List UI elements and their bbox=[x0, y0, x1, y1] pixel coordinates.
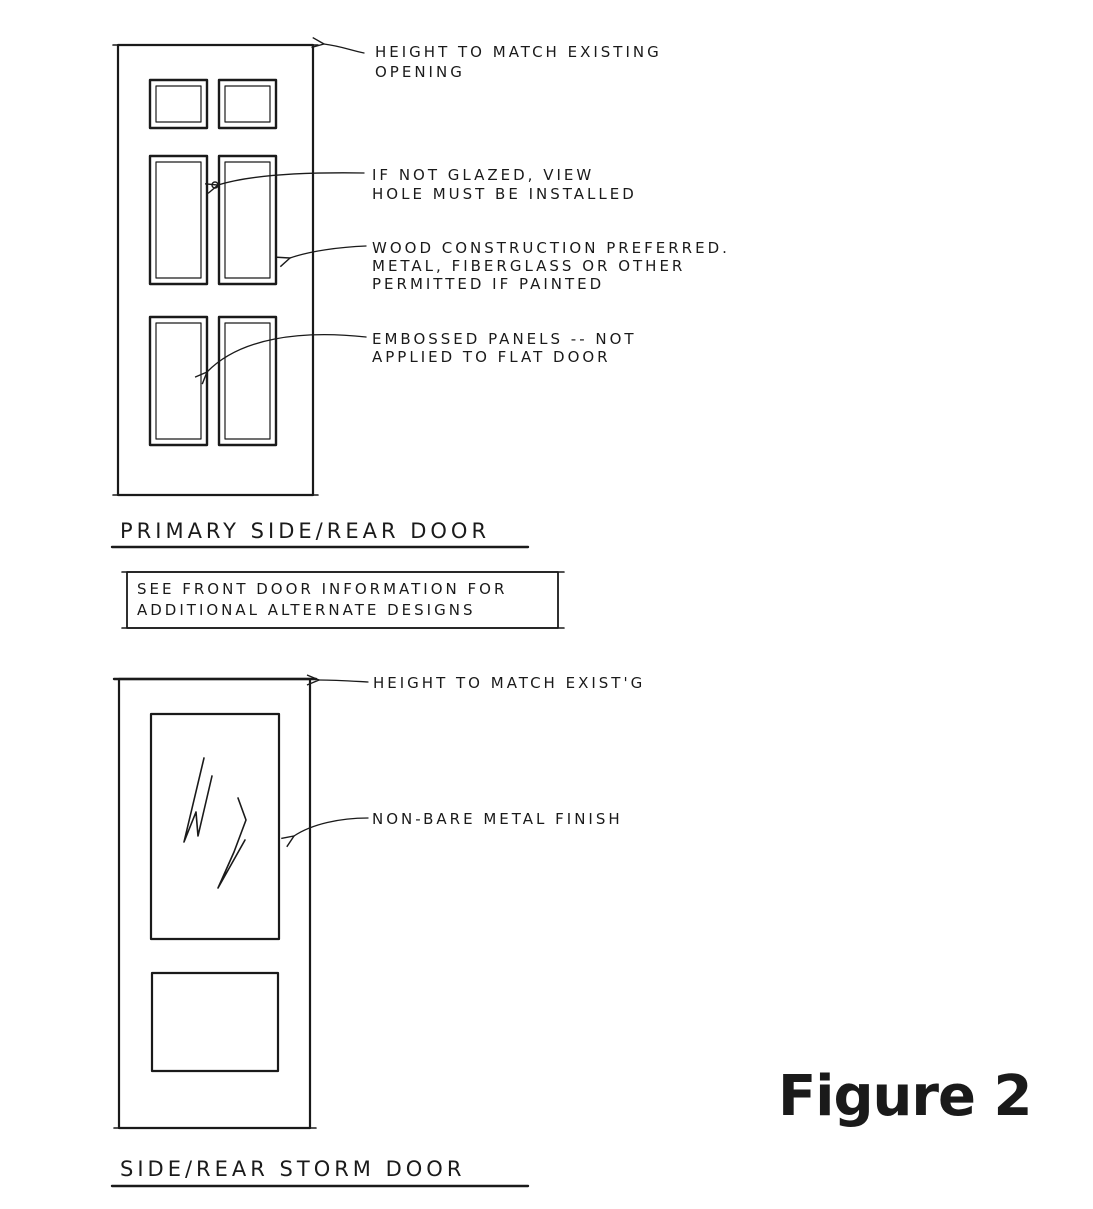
note-storm-height: HEIGHT TO MATCH EXIST'G bbox=[373, 674, 645, 692]
note-construction-line-2: METAL, FIBERGLASS OR OTHER bbox=[372, 257, 685, 275]
storm-door-title: SIDE/REAR STORM DOOR bbox=[120, 1157, 465, 1181]
info-box-line-2: ADDITIONAL ALTERNATE DESIGNS bbox=[137, 601, 475, 619]
note-panels-line-2: APPLIED TO FLAT DOOR bbox=[372, 348, 611, 366]
glass-reflection-icon bbox=[183, 757, 247, 889]
note-height-line-1: HEIGHT TO MATCH EXISTING bbox=[375, 43, 662, 61]
info-box: SEE FRONT DOOR INFORMATION FOR ADDITIONA… bbox=[121, 571, 565, 629]
view-hole-icon bbox=[211, 181, 219, 189]
storm-door bbox=[112, 677, 318, 1130]
note-panels-line-1: EMBOSSED PANELS -- NOT bbox=[372, 330, 637, 348]
note-construction-line-3: PERMITTED IF PAINTED bbox=[372, 275, 604, 293]
note-construction-line-1: WOOD CONSTRUCTION PREFERRED. bbox=[372, 239, 730, 257]
note-panels: EMBOSSED PANELS -- NOT APPLIED TO FLAT D… bbox=[372, 330, 637, 366]
bottom-left-panel bbox=[148, 315, 209, 447]
note-view-hole: IF NOT GLAZED, VIEW HOLE MUST BE INSTALL… bbox=[372, 166, 637, 203]
note-height-line-2: OPENING bbox=[375, 63, 465, 81]
storm-leader-lines bbox=[294, 680, 369, 836]
middle-right-panel bbox=[217, 154, 278, 286]
note-height: HEIGHT TO MATCH EXISTING OPENING bbox=[375, 43, 662, 81]
top-left-panel bbox=[148, 78, 209, 130]
note-storm-finish: NON-BARE METAL FINISH bbox=[372, 810, 623, 828]
lower-panel bbox=[150, 971, 280, 1073]
primary-leader-lines bbox=[207, 44, 367, 372]
info-box-line-1: SEE FRONT DOOR INFORMATION FOR bbox=[137, 580, 507, 598]
bottom-right-panel bbox=[217, 315, 278, 447]
figure-label: Figure 2 bbox=[778, 1064, 1032, 1129]
note-view-hole-line-1: IF NOT GLAZED, VIEW bbox=[372, 166, 594, 184]
middle-left-panel bbox=[148, 154, 209, 286]
note-view-hole-line-2: HOLE MUST BE INSTALLED bbox=[372, 185, 637, 203]
note-construction: WOOD CONSTRUCTION PREFERRED. METAL, FIBE… bbox=[372, 239, 730, 293]
primary-door bbox=[112, 43, 319, 497]
top-right-panel bbox=[217, 78, 278, 130]
glass-panel bbox=[149, 712, 281, 941]
primary-door-title: PRIMARY SIDE/REAR DOOR bbox=[120, 519, 490, 543]
